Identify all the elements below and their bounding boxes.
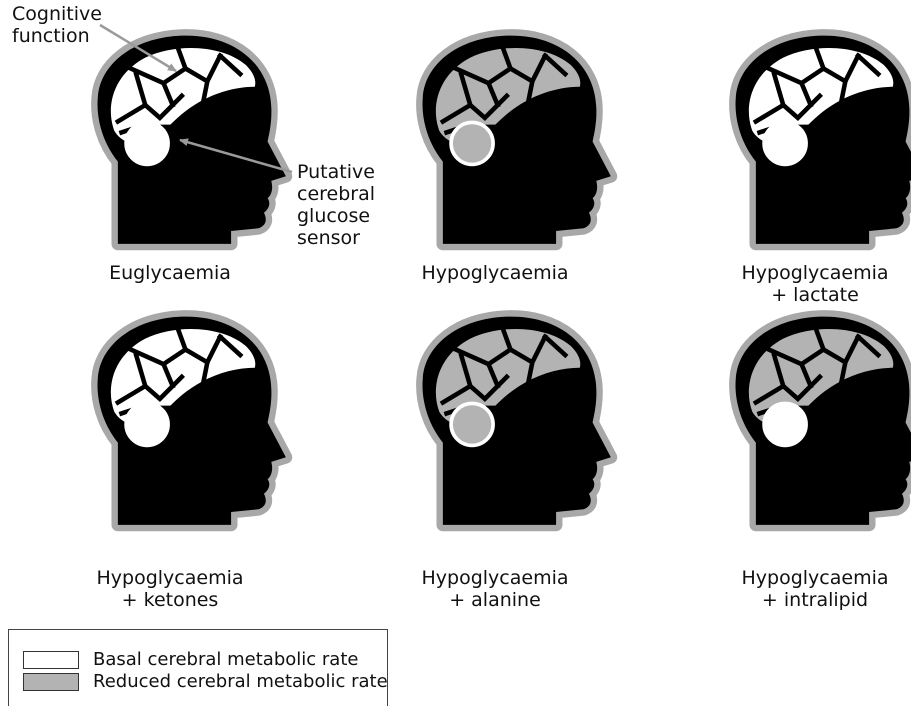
caption-line-2: + intralipid (695, 589, 911, 611)
legend-item-basal: Basal cerebral metabolic rate (23, 650, 358, 670)
cognitive-function-line-1: Cognitive (12, 3, 102, 25)
legend-label-reduced: Reduced cerebral metabolic rate (93, 672, 388, 692)
head-svg (723, 22, 911, 252)
legend-item-reduced: Reduced cerebral metabolic rate (23, 672, 388, 692)
glucose-sensor-circle (451, 122, 493, 164)
cognitive-function-label: Cognitive function (12, 3, 102, 47)
legend: Basal cerebral metabolic rate Reduced ce… (8, 629, 388, 706)
cognitive-function-line-2: function (12, 25, 102, 47)
head-diagram-hypoglycaemia-lactate (723, 22, 911, 252)
legend-label-basal: Basal cerebral metabolic rate (93, 650, 358, 670)
caption-line-1: Hypoglycaemia (50, 567, 290, 589)
caption-hypoglycaemia-ketones: Hypoglycaemia + ketones (50, 567, 290, 611)
legend-swatch-reduced (23, 673, 79, 691)
caption-hypoglycaemia-lactate: Hypoglycaemia + lactate (695, 262, 911, 306)
head-diagram-hypoglycaemia (410, 22, 620, 252)
glucose-sensor-label: Putative cerebral glucose sensor (297, 161, 375, 249)
caption-hypoglycaemia-alanine: Hypoglycaemia + alanine (375, 567, 615, 611)
caption-line-2: + ketones (50, 589, 290, 611)
head-svg (85, 22, 295, 252)
glucose-sensor-circle (764, 403, 806, 445)
caption-euglycaemia: Euglycaemia (50, 262, 290, 284)
caption-hypoglycaemia: Hypoglycaemia (375, 262, 615, 284)
caption-line-1: Hypoglycaemia (695, 567, 911, 589)
caption-line-1: Hypoglycaemia (375, 567, 615, 589)
head-svg (723, 303, 911, 533)
caption-hypoglycaemia-intralipid: Hypoglycaemia + intralipid (695, 567, 911, 611)
head-svg (85, 303, 295, 533)
glucose-sensor-circle (764, 122, 806, 164)
caption-line-2: + lactate (695, 284, 911, 306)
glucose-sensor-circle (126, 403, 168, 445)
head-diagram-hypoglycaemia-ketones (85, 303, 295, 533)
caption-line-1: Hypoglycaemia (695, 262, 911, 284)
caption-line-2: + alanine (375, 589, 615, 611)
glucose-sensor-line-2: cerebral (297, 183, 375, 205)
glucose-sensor-line-3: glucose (297, 205, 375, 227)
head-svg (410, 22, 620, 252)
head-diagram-euglycaemia (85, 22, 295, 252)
caption-line-1: Hypoglycaemia (375, 262, 615, 284)
glucose-sensor-line-4: sensor (297, 227, 375, 249)
glucose-sensor-circle (451, 403, 493, 445)
caption-line-1: Euglycaemia (50, 262, 290, 284)
glucose-sensor-circle (126, 122, 168, 164)
head-svg (410, 303, 620, 533)
head-diagram-hypoglycaemia-alanine (410, 303, 620, 533)
head-diagram-hypoglycaemia-intralipid (723, 303, 911, 533)
legend-swatch-basal (23, 651, 79, 669)
glucose-sensor-line-1: Putative (297, 161, 375, 183)
